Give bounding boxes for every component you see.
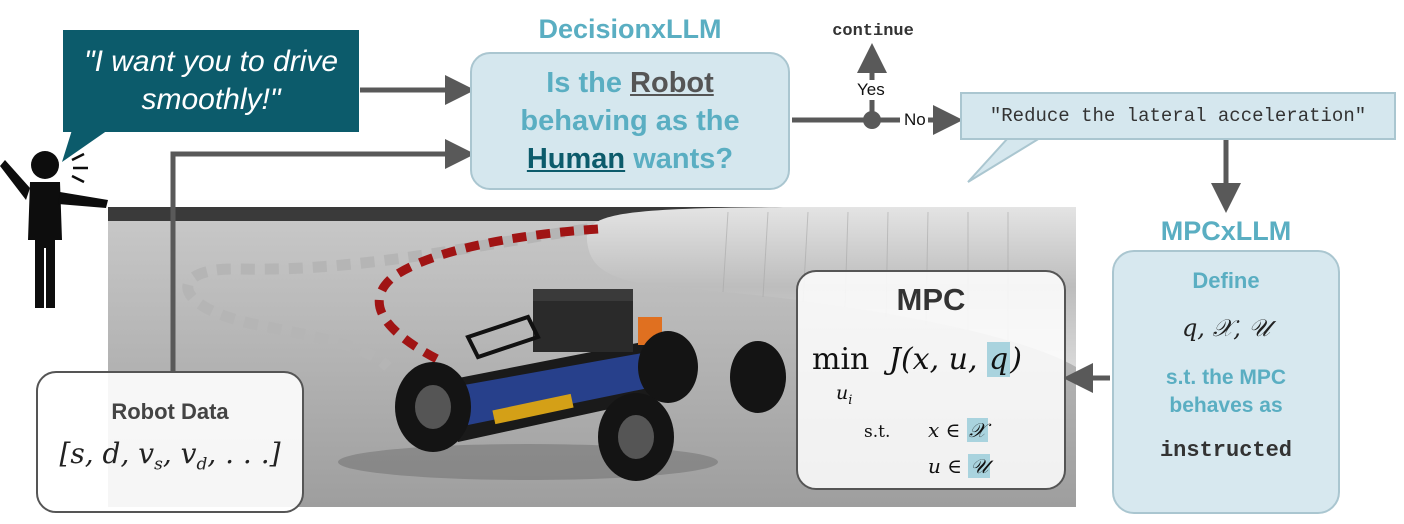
rc-car <box>338 289 786 481</box>
mpc-st-label: s.t. <box>864 422 891 442</box>
mpcxllm-vars: q, 𝒳, 𝒰 <box>1181 314 1271 342</box>
mpc-c1-prefix: x ∈ <box>928 418 967 442</box>
mpc-c2-prefix: u ∈ <box>928 454 969 478</box>
instruction-bubble: "Reduce the lateral acceleration" <box>960 92 1396 140</box>
trajectory-gray <box>182 223 589 372</box>
mpc-c2-set: 𝒰 <box>968 454 991 478</box>
decision-q-part2: behaving as the <box>520 105 740 137</box>
robot-data-title: Robot Data <box>111 399 229 424</box>
yes-label: Yes <box>855 80 887 100</box>
mpcxllm-st-line2: behaves as <box>1169 394 1283 417</box>
mpcxllm-title: MPCxLLM <box>1160 216 1292 246</box>
robot-data-vector-mid: , v <box>162 437 197 470</box>
continue-label: continue <box>832 22 914 41</box>
speech-line-1: "I want you to drive <box>83 45 339 78</box>
robot-data-box: Robot Data [s, d, vs, vd, . . .] <box>36 371 304 513</box>
decision-q-human: Human <box>526 143 626 175</box>
decision-q-part1: Is the <box>546 67 622 99</box>
robot-data-vs-sub: s <box>154 454 163 475</box>
mpc-objective-q: q <box>987 342 1011 377</box>
arrow-robotdata-to-decision <box>170 139 475 371</box>
robot-data-vector-tail: , . . .] <box>207 437 281 470</box>
mpc-min-sub-index: i <box>848 392 853 408</box>
trajectory-red <box>374 224 599 367</box>
mpcxllm-st-line1: s.t. the MPC <box>1165 366 1287 389</box>
mpc-min: min <box>812 342 870 377</box>
decision-box: Is the Robot behaving as the Human wants… <box>470 52 790 190</box>
mpcxllm-box: Define q, 𝒳, 𝒰 s.t. the MPC behaves as i… <box>1112 250 1340 514</box>
mpc-box: MPC min ui J(x, u, q) s.t. x ∈ 𝒳 u ∈ 𝒰 <box>796 270 1066 490</box>
speech-tail <box>62 130 108 162</box>
mpc-objective-suffix: ) <box>1010 342 1022 377</box>
no-label: No <box>902 110 928 130</box>
mpcxllm-instructed: instructed <box>1159 438 1293 463</box>
voice-lines-icon <box>71 152 88 184</box>
robot-data-vector: [s, d, vs, vd, . . .] <box>38 437 302 475</box>
mpc-c1-set: 𝒳 <box>966 418 989 442</box>
branch-node <box>863 111 881 129</box>
speech-line-2: smoothly!" <box>141 83 281 116</box>
mpc-min-sub: u <box>836 382 849 404</box>
decision-q-robot: Robot <box>630 67 714 99</box>
mpcxllm-define: Define <box>1192 268 1260 293</box>
human-figure <box>0 151 108 308</box>
mpc-objective-prefix: J(x, u, <box>888 342 988 377</box>
instruction-tail <box>967 137 1044 183</box>
decision-q-part3: wants? <box>633 143 734 175</box>
decision-title: DecisionxLLM <box>538 14 722 44</box>
robot-data-vector-part1: [s, d, v <box>59 437 155 470</box>
robot-data-vd-sub: d <box>196 454 208 475</box>
human-speech-bubble: "I want you to drive smoothly!" <box>63 30 359 132</box>
mpc-title: MPC <box>896 282 966 317</box>
